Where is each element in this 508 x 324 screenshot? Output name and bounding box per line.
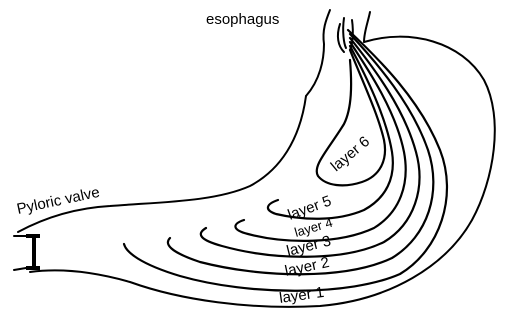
stomach-greater-curvature <box>30 37 495 307</box>
esophagus-label: esophagus <box>206 11 279 28</box>
pyloric-valve-label: Pyloric valve <box>15 184 101 218</box>
esophagus-outer-left-wall <box>306 10 330 96</box>
duodenum-stub <box>14 236 26 270</box>
layer-5-line <box>268 46 393 219</box>
stomach-lesser-curvature <box>18 96 306 232</box>
esophagus-outer-right-wall <box>364 12 370 42</box>
pyloric-valve-marker <box>26 234 40 270</box>
layer-1-label: layer 1 <box>278 284 325 307</box>
layer-1-line <box>124 30 447 291</box>
